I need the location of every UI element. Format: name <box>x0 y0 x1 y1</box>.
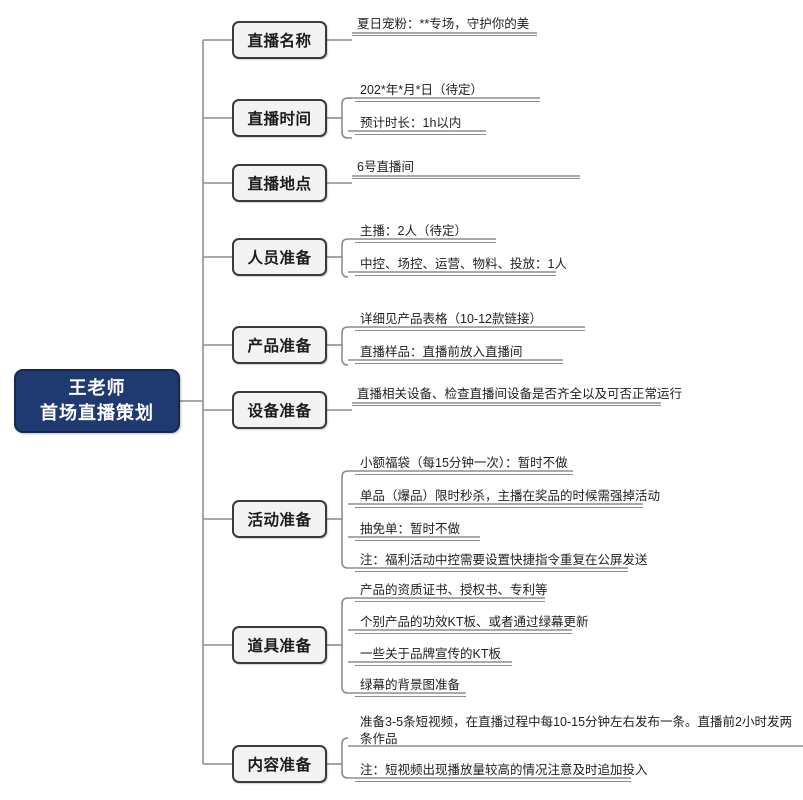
root-node-line1: 王老师 <box>68 378 126 398</box>
leaf-item[interactable]: 202*年*月*日（待定） <box>355 82 540 102</box>
leaf-item[interactable]: 夏日宠粉：**专场，守护你的美 <box>352 16 537 36</box>
branch-node-equipment-prep[interactable]: 设备准备 <box>232 391 327 429</box>
branch-label: 产品准备 <box>247 338 312 355</box>
leaf-item[interactable]: 6号直播间 <box>352 159 580 179</box>
leaf-item[interactable]: 单品（爆品）限时秒杀，主播在奖品的时候需强掉活动 <box>355 488 660 508</box>
branch-node-content-prep[interactable]: 内容准备 <box>232 745 327 783</box>
leaf-item[interactable]: 注：短视频出现播放量较高的情况注意及时追加投入 <box>355 762 648 782</box>
leaf-item[interactable]: 预计时长：1h以内 <box>355 115 486 135</box>
branch-label: 直播地点 <box>247 176 312 193</box>
root-node[interactable]: 王老师 首场直播策划 <box>14 369 180 433</box>
leaf-item[interactable]: 直播样品：直播前放入直播间 <box>355 344 563 364</box>
branch-node-live-name[interactable]: 直播名称 <box>232 21 327 59</box>
leaf-item[interactable]: 详细见产品表格（10-12款链接） <box>355 311 585 331</box>
branch-node-activity-prep[interactable]: 活动准备 <box>232 500 327 538</box>
branch-label: 道具准备 <box>247 638 312 655</box>
branch-label: 人员准备 <box>247 250 312 267</box>
branch-label: 直播时间 <box>247 111 312 128</box>
leaf-item[interactable]: 直播相关设备、检查直播间设备是否齐全以及可否正常运行 <box>352 386 682 406</box>
leaf-item[interactable]: 产品的资质证书、授权书、专利等 <box>355 582 548 602</box>
branch-node-staff-prep[interactable]: 人员准备 <box>232 238 327 276</box>
leaf-item[interactable]: 小额福袋（每15分钟一次）：暂时不做 <box>355 455 573 475</box>
branch-label: 活动准备 <box>247 512 312 529</box>
leaf-item[interactable]: 主播：2人（待定） <box>355 223 496 243</box>
leaf-item[interactable]: 准备3-5条短视频，在直播过程中每10-15分钟左右发布一条。直播前2小时发两条… <box>360 715 792 746</box>
branch-node-live-place[interactable]: 直播地点 <box>232 164 327 202</box>
leaf-item[interactable]: 注：福利活动中控需要设置快捷指令重复在公屏发送 <box>355 552 648 572</box>
branch-node-props-prep[interactable]: 道具准备 <box>232 626 327 664</box>
leaf-item[interactable]: 抽免单：暂时不做 <box>355 521 480 541</box>
root-node-line2: 首场直播策划 <box>40 403 154 423</box>
leaf-item[interactable]: 绿幕的背景图准备 <box>355 677 466 697</box>
leaf-item[interactable]: 中控、场控、运营、物料、投放：1人 <box>355 256 567 276</box>
branch-node-product-prep[interactable]: 产品准备 <box>232 326 327 364</box>
branch-label: 直播名称 <box>247 33 312 50</box>
branch-label: 设备准备 <box>247 403 312 420</box>
branch-label: 内容准备 <box>247 757 312 774</box>
leaf-item[interactable]: 一些关于品牌宣传的KT板 <box>355 646 512 666</box>
branch-node-live-time[interactable]: 直播时间 <box>232 99 327 137</box>
leaf-item[interactable]: 个别产品的功效KT板、或者通过绿幕更新 <box>355 614 588 634</box>
